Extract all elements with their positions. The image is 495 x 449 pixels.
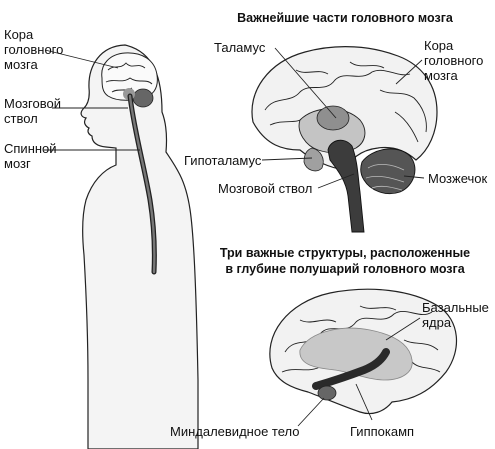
leader-cortex-brain [395,59,423,85]
leader-basal [385,317,421,341]
label-cortex-body-2: головного [4,42,64,57]
leader-hypothalamus [261,157,313,161]
label-spinal-body-1: Спинной [4,141,57,156]
leader-hippocampus [355,383,373,421]
label-brainstem-body-1: Мозговой [4,96,61,111]
title-main: Важнейшие части головного мозга [237,11,453,25]
label-cortex-body-3: мозга [4,57,38,72]
label-basal-2: ядра [422,315,452,330]
label-cortex-brain-2: головного [424,53,484,68]
label-cortex-brain-3: мозга [424,68,458,83]
label-brainstem-body-2: ствол [4,111,38,126]
label-basal-1: Базальные [422,300,489,315]
leader-cerebellum [403,175,425,179]
title-deep-line1: Три важные структуры, расположенные [219,246,471,260]
leader-brainstem-brain [317,173,355,189]
label-amygdala: Миндалевидное тело [170,424,300,439]
label-hypothalamus: Гипоталамус [184,153,262,168]
label-spinal-body-2: мозг [4,156,31,171]
label-cerebellum: Мозжечок [428,171,488,186]
label-cortex-brain-1: Кора [424,38,454,53]
leader-thalamus [274,47,337,119]
label-cortex-body-1: Кора [4,27,34,42]
title-deep-line2: в глубине полушарий головного мозга [225,262,465,276]
leader-amygdala [297,397,325,427]
label-brainstem-brain: Мозговой ствол [218,181,313,196]
brain-sagittal [251,46,438,233]
label-hippocampus: Гиппокамп [350,424,415,439]
leader-cortex-body [44,49,119,69]
brain-lateral [269,288,458,415]
body-silhouette [80,44,199,449]
body-spinal-cord [127,93,157,275]
label-thalamus: Таламус [214,40,266,55]
